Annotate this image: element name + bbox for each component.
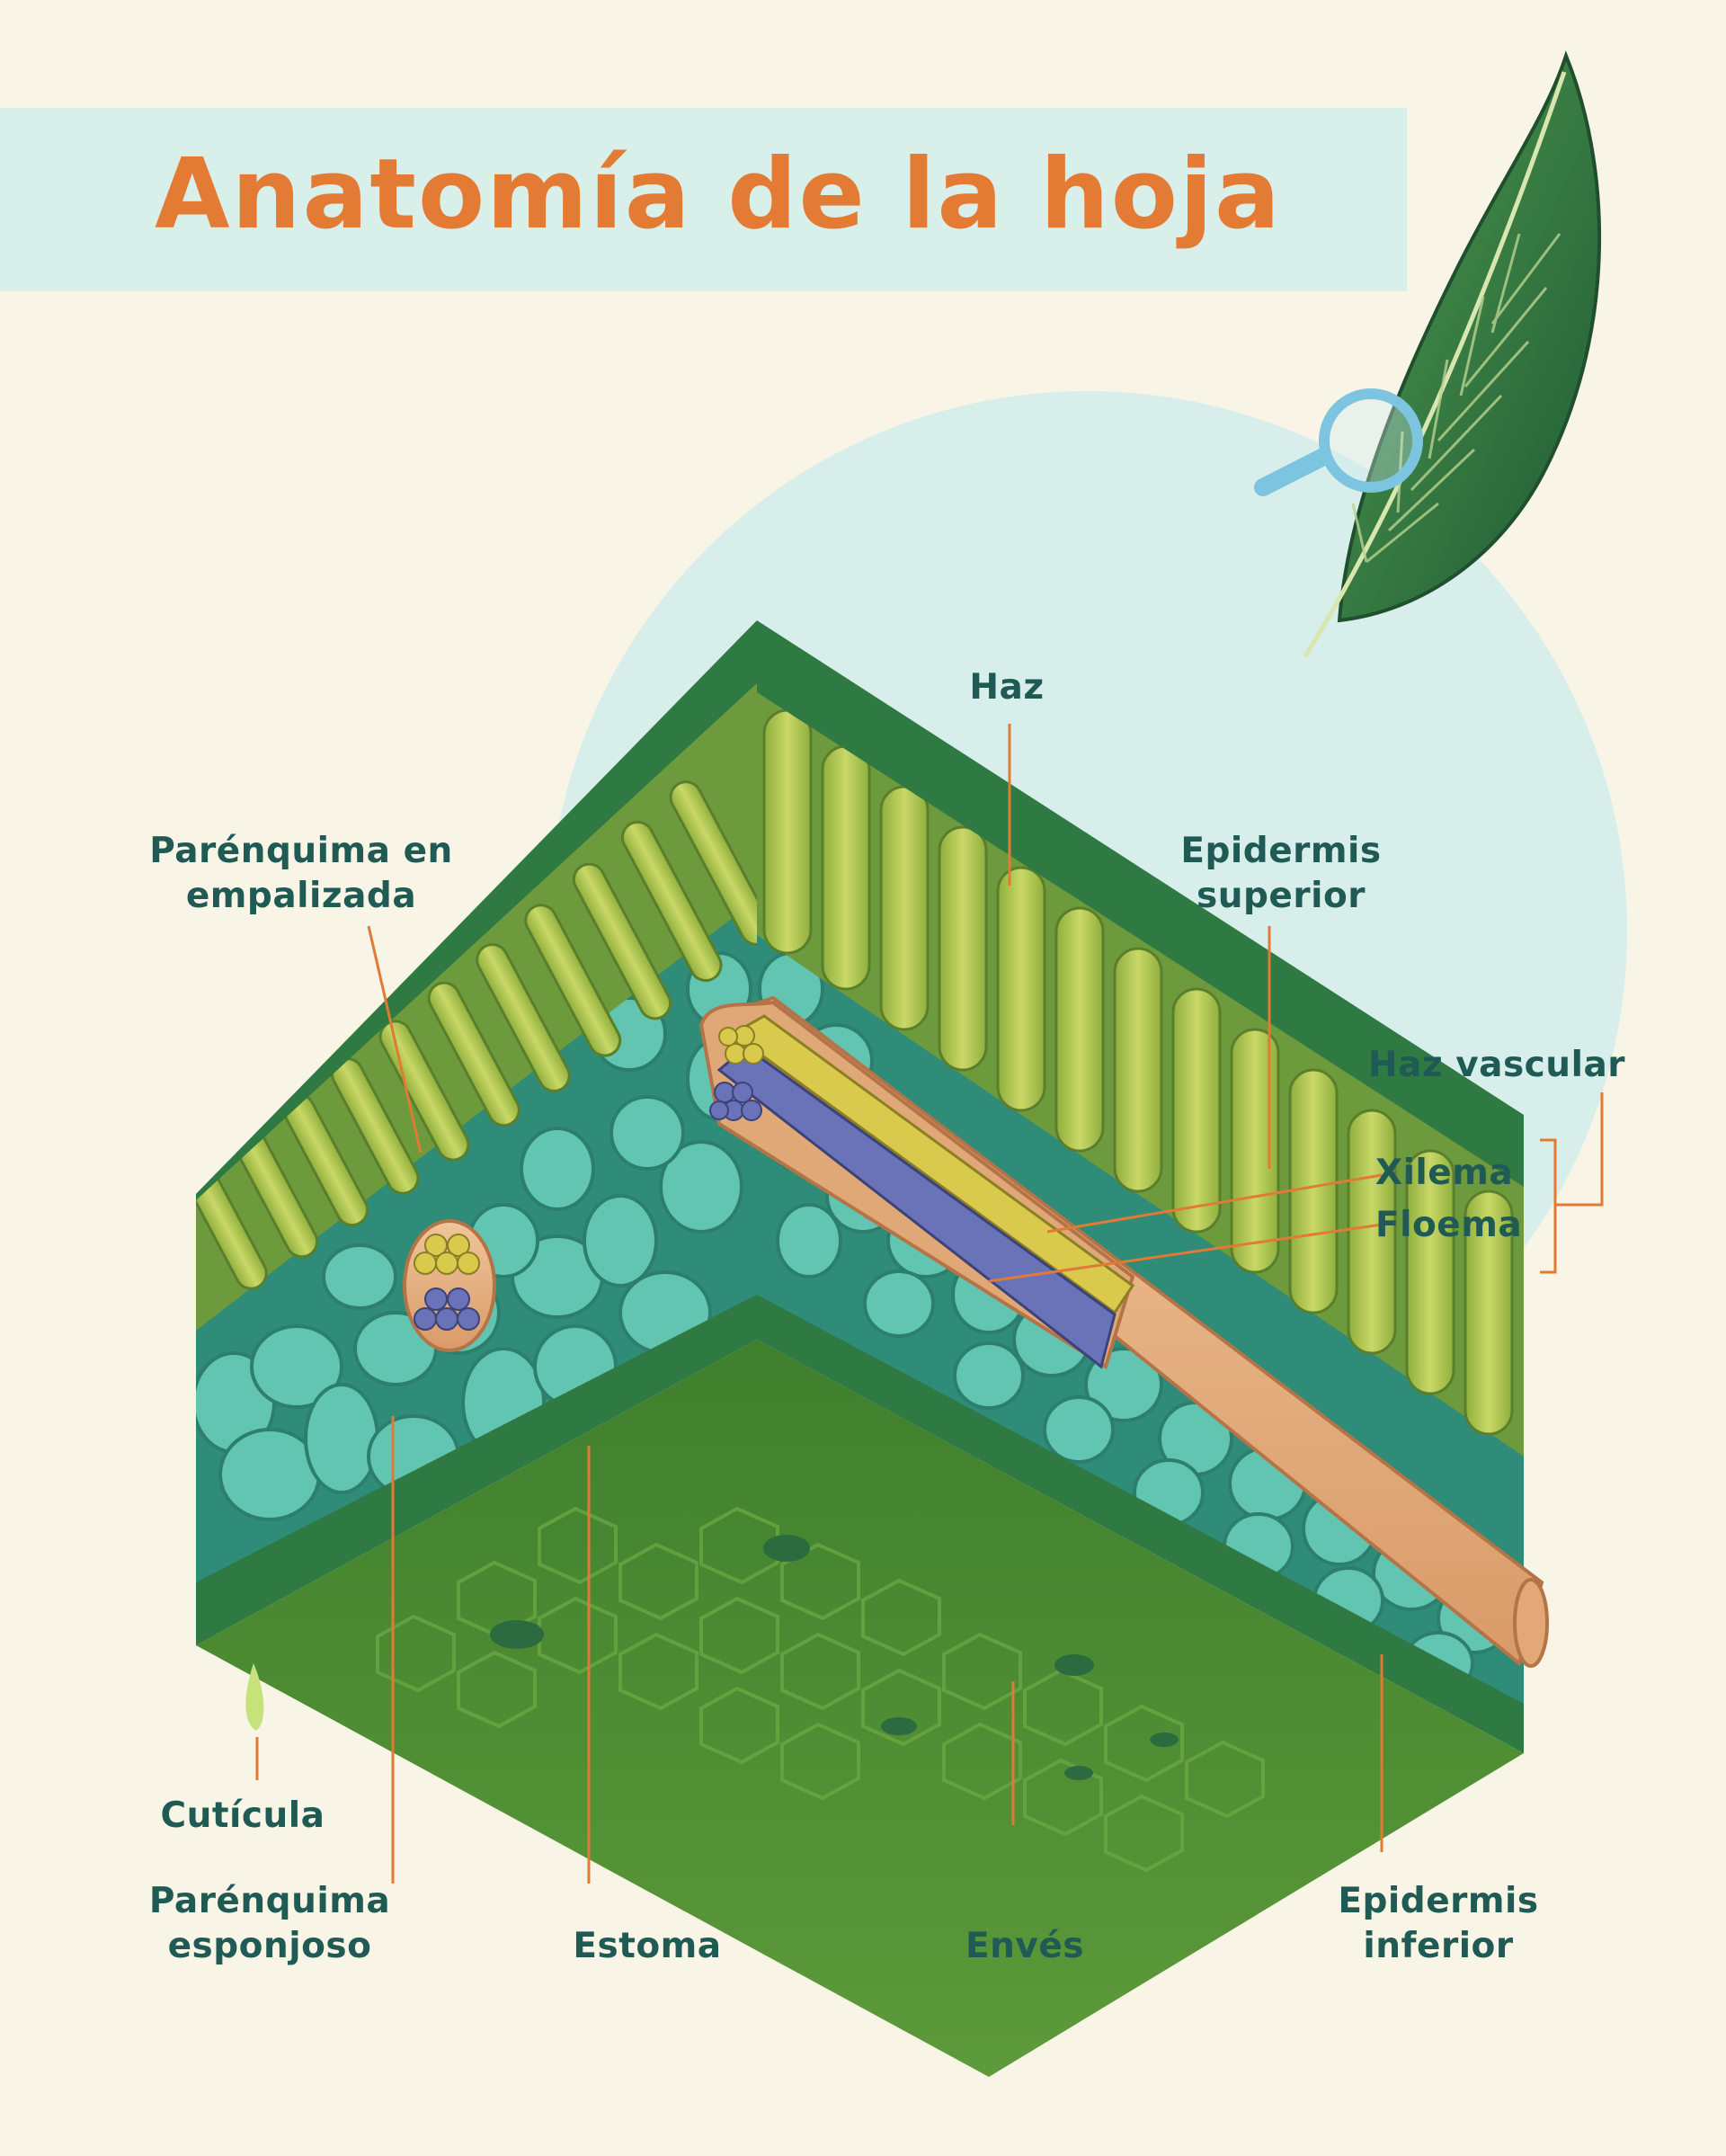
label-enves-text: Envés (965, 1926, 1084, 1966)
vascular-bundle (698, 995, 1549, 1668)
magnifier-icon (1254, 388, 1423, 496)
label-enves: Envés (935, 1924, 1115, 1969)
label-epidermis-inferior: Epidermis inferior (1326, 1879, 1551, 1969)
label-epidermis-superior: Epidermis superior (1169, 829, 1393, 919)
label-xilema: Xilema (1375, 1151, 1528, 1196)
label-estoma: Estoma (548, 1924, 746, 1969)
label-haz-text: Haz (969, 667, 1045, 708)
title-band (0, 108, 1407, 291)
label-cuticula: Cutícula (135, 1794, 351, 1839)
label-epidermis-superior-line2: superior (1197, 876, 1366, 916)
page-title: Anatomía de la hoja (155, 138, 1282, 251)
label-esponjoso-line2: esponjoso (167, 1926, 372, 1966)
label-epidermis-inferior-line2: inferior (1363, 1926, 1514, 1966)
leader-lines (255, 724, 1604, 1884)
left-cross-section (196, 620, 757, 1645)
label-empalizada-line2: empalizada (185, 876, 417, 916)
label-floema-text: Floema (1375, 1205, 1523, 1245)
label-haz: Haz (926, 665, 1088, 710)
label-cuticula-text: Cutícula (160, 1795, 325, 1836)
label-floema: Floema (1375, 1203, 1528, 1248)
label-parenquima-empalizada: Parénquima en empalizada (135, 829, 467, 919)
enves-hex-pattern (376, 1506, 1265, 1873)
stomata-pores (490, 1535, 1179, 1780)
label-epidermis-superior-line1: Epidermis (1180, 831, 1382, 871)
label-epidermis-inferior-line1: Epidermis (1338, 1881, 1539, 1921)
label-parenquima-esponjoso: Parénquima esponjoso (135, 1879, 405, 1969)
label-estoma-text: Estoma (573, 1926, 722, 1966)
label-xilema-text: Xilema (1375, 1153, 1514, 1193)
label-haz-vascular-text: Haz vascular (1368, 1045, 1625, 1085)
enves-face (196, 1340, 1524, 2077)
label-esponjoso-line1: Parénquima (148, 1881, 391, 1921)
cuticle-drop (245, 1663, 264, 1731)
label-empalizada-line1: Parénquima en (149, 831, 453, 871)
label-haz-vascular: Haz vascular (1348, 1043, 1645, 1088)
